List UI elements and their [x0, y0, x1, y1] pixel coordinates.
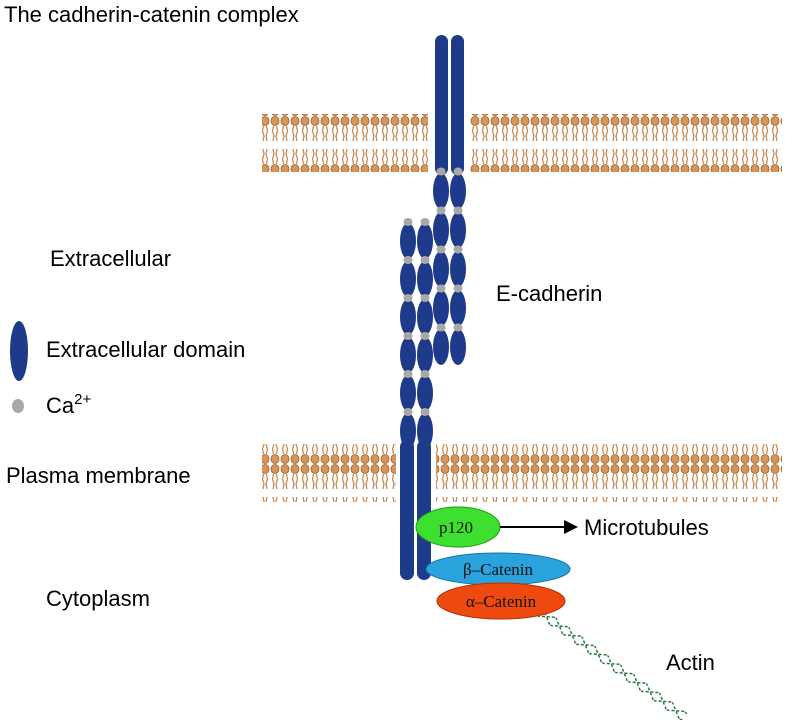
calcium-ion — [403, 408, 413, 416]
lower-e-cadherin — [400, 218, 433, 580]
extracellular-domain — [400, 223, 416, 259]
calcium-ion — [453, 284, 463, 293]
extracellular-domain — [433, 251, 449, 287]
upper-transmembrane-rod — [451, 35, 464, 175]
extracellular-domain — [433, 212, 449, 248]
calcium-ion — [420, 294, 430, 302]
calcium-ion — [403, 218, 413, 226]
alpha-catenin-label: α–Catenin — [466, 592, 537, 611]
cytoplasm-label: Cytoplasm — [46, 586, 150, 611]
calcium-ion — [436, 284, 446, 293]
calcium-ion — [403, 256, 413, 264]
extracellular-domain — [450, 329, 466, 365]
extracellular-domain — [450, 290, 466, 326]
calcium-ion — [436, 167, 446, 176]
actin-strand — [537, 607, 689, 720]
calcium-ion — [453, 323, 463, 332]
upper-e-cadherin — [433, 35, 466, 365]
extracellular-domain-legend-icon — [10, 321, 28, 381]
legend-domain-label: Extracellular domain — [46, 337, 245, 362]
calcium-ion — [453, 206, 463, 215]
calcium-legend-icon — [12, 399, 24, 413]
extracellular-domain — [433, 173, 449, 209]
arrow-head — [564, 520, 578, 534]
legend-calcium-label: Ca2+ — [46, 391, 91, 418]
extracellular-domain — [400, 261, 416, 297]
extracellular-domain — [400, 337, 416, 373]
plasma-membrane-label: Plasma membrane — [6, 463, 191, 488]
calcium-ion — [420, 332, 430, 340]
extracellular-domain — [433, 329, 449, 365]
extracellular-domain — [417, 299, 433, 335]
extracellular-domain — [400, 413, 416, 449]
p120-label: p120 — [439, 518, 473, 537]
calcium-ion — [453, 245, 463, 254]
actin-filament — [537, 607, 689, 720]
extracellular-domain — [417, 337, 433, 373]
extracellular-domain — [450, 212, 466, 248]
lower-transmembrane-rod — [417, 440, 431, 580]
lower-membrane-right — [436, 444, 782, 502]
e-cadherin-label: E-cadherin — [496, 281, 602, 306]
microtubules-arrow — [500, 520, 578, 534]
calcium-ion — [420, 218, 430, 226]
extracellular-domain — [450, 251, 466, 287]
calcium-ion — [403, 294, 413, 302]
calcium-ion — [453, 167, 463, 176]
lower-membrane-left — [262, 444, 396, 502]
upper-membrane — [262, 114, 782, 172]
calcium-ion — [403, 370, 413, 378]
upper-transmembrane-rod — [435, 35, 448, 175]
extracellular-domain — [400, 299, 416, 335]
extracellular-domain — [450, 173, 466, 209]
extracellular-label: Extracellular — [50, 246, 171, 271]
extracellular-domain — [417, 413, 433, 449]
actin-label: Actin — [666, 650, 715, 675]
microtubules-label: Microtubules — [584, 515, 709, 540]
calcium-ion — [436, 245, 446, 254]
calcium-ion — [436, 206, 446, 215]
diagram-title: The cadherin-catenin complex — [4, 2, 299, 27]
upper-membrane-right — [470, 114, 782, 172]
extracellular-domain — [433, 290, 449, 326]
calcium-ion — [420, 370, 430, 378]
calcium-ion — [403, 332, 413, 340]
upper-membrane-left — [262, 114, 428, 172]
extracellular-domain — [400, 375, 416, 411]
beta-catenin-label: β–Catenin — [463, 560, 534, 579]
extracellular-domain — [417, 223, 433, 259]
calcium-ion — [436, 323, 446, 332]
alpha-catenin — [436, 582, 566, 620]
lower-transmembrane-rod — [400, 440, 414, 580]
calcium-ion — [420, 408, 430, 416]
catenin-complex: β–Catenin α–Catenin p120 — [415, 506, 571, 620]
extracellular-domain — [417, 375, 433, 411]
extracellular-domain — [417, 261, 433, 297]
legend: Extracellular domain Ca2+ — [10, 321, 245, 418]
calcium-ion — [420, 256, 430, 264]
lower-membrane — [262, 444, 782, 502]
